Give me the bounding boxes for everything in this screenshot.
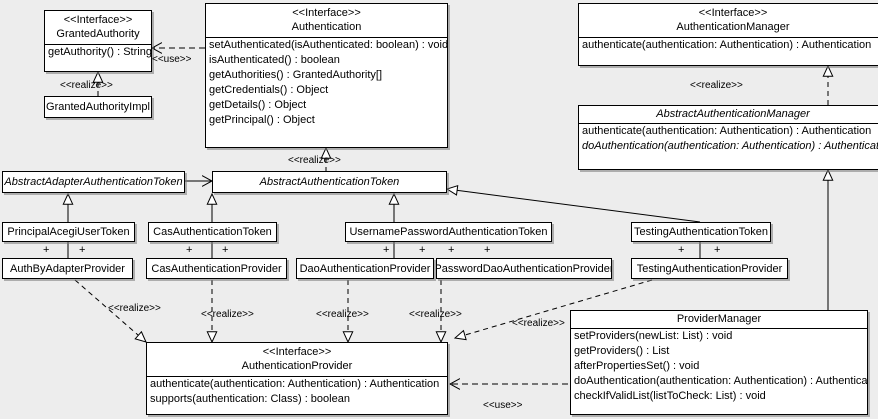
- operation: setProviders(newList: List) : void: [574, 330, 733, 342]
- operations-compartment: setProviders(newList: List) : void getPr…: [571, 329, 867, 404]
- class-cas-authentication-token[interactable]: CasAuthenticationToken: [148, 222, 277, 242]
- operation: authenticate(authentication: Authenticat…: [582, 39, 872, 51]
- operation: getDetails() : Object: [209, 99, 307, 111]
- class-abstract-authentication-manager[interactable]: AbstractAuthenticationManager authentica…: [578, 105, 878, 170]
- operation: afterPropertiesSet() : void: [574, 360, 700, 372]
- class-name: TestingAuthenticationProvider: [636, 262, 783, 275]
- class-name: AuthenticationProvider: [241, 360, 353, 372]
- class-name: AbstractAuthenticationManager: [656, 108, 810, 120]
- class-password-dao-authentication-provider[interactable]: PasswordDaoAuthenticationProvider: [436, 258, 612, 279]
- edge-label-realize-abstract-authentication-manager: <<realize>>: [690, 80, 743, 91]
- compartment-separator: [45, 44, 151, 45]
- class-stereotype: <<Interface>>: [292, 7, 361, 19]
- operation: authenticate(authentication: Authenticat…: [582, 125, 872, 137]
- class-provider-manager[interactable]: ProviderManager setProviders(newList: Li…: [570, 310, 868, 415]
- multiplicity-marker: +: [484, 244, 491, 256]
- class-abstract-authentication-token[interactable]: AbstractAuthenticationToken: [212, 171, 447, 193]
- class-name: AuthenticationManager: [676, 21, 790, 33]
- compartment-separator: [571, 328, 867, 329]
- class-name: CasAuthenticationToken: [153, 226, 272, 238]
- class-name: CasAuthenticationProvider: [151, 262, 282, 275]
- class-stereotype: <<Interface>>: [262, 346, 332, 358]
- compartment-separator: [579, 123, 878, 124]
- multiplicity-marker: +: [43, 244, 50, 256]
- class-auth-by-adapter-provider[interactable]: AuthByAdapterProvider: [2, 258, 133, 279]
- class-abstract-adapter-authentication-token[interactable]: AbstractAdapterAuthenticationToken: [2, 171, 185, 193]
- multiplicity-marker: +: [186, 244, 193, 256]
- class-authentication-provider[interactable]: <<Interface>> AuthenticationProvider aut…: [146, 342, 448, 415]
- class-testing-authentication-provider[interactable]: TestingAuthenticationProvider: [631, 258, 788, 279]
- class-principal-acegi-user-token[interactable]: PrincipalAcegiUserToken: [2, 222, 135, 242]
- class-name: GrantedAuthority: [56, 28, 140, 40]
- class-name: AuthByAdapterProvider: [10, 262, 125, 275]
- operation: doAuthentication(authentication: Authent…: [574, 375, 868, 387]
- class-testing-authentication-token[interactable]: TestingAuthenticationToken: [631, 222, 771, 242]
- class-name: PasswordDaoAuthenticationProvider: [436, 262, 612, 275]
- edge-label-realize-granted-authority-impl: <<realize>>: [60, 80, 113, 91]
- operation: getAuthority() : String: [48, 46, 152, 58]
- operation: isAuthenticated() : boolean: [209, 54, 340, 66]
- class-name: TestingAuthenticationToken: [634, 226, 768, 238]
- operation: getPrincipal() : Object: [209, 114, 315, 126]
- multiplicity-marker: +: [419, 244, 426, 256]
- edge-label-use-provider-manager: <<use>>: [483, 400, 523, 411]
- class-name: Authentication: [291, 21, 362, 33]
- operation: getProviders() : List: [574, 345, 670, 357]
- class-granted-authority[interactable]: <<Interface>> GrantedAuthority getAuthor…: [44, 10, 152, 72]
- compartment-separator: [206, 37, 447, 38]
- class-name: PrincipalAcegiUserToken: [7, 226, 130, 238]
- class-stereotype: <<Interface>>: [698, 7, 768, 19]
- operations-compartment: authenticate(authentication: Authenticat…: [579, 38, 878, 53]
- class-name: UsernamePasswordAuthenticationToken: [349, 226, 548, 238]
- compartment-separator: [147, 376, 447, 377]
- class-authentication-manager[interactable]: <<Interface>> AuthenticationManager auth…: [578, 3, 878, 66]
- class-name: AbstractAuthenticationToken: [259, 176, 400, 188]
- operation: checkIfValidList(listToCheck: List) : vo…: [574, 390, 766, 402]
- edge-label-realize-auth-by-adapter-provider: <<realize>>: [108, 303, 161, 314]
- multiplicity-marker: +: [79, 244, 86, 256]
- class-stereotype: <<Interface>>: [63, 14, 133, 26]
- multiplicity-marker: +: [678, 244, 685, 256]
- edge-label-realize-password-dao-provider: <<realize>>: [409, 309, 462, 320]
- operations-compartment: getAuthority() : String: [45, 45, 151, 60]
- edge-label-realize-provider-manager: <<realize>>: [512, 318, 565, 329]
- class-dao-authentication-provider[interactable]: DaoAuthenticationProvider: [296, 258, 434, 279]
- class-name: DaoAuthenticationProvider: [299, 262, 431, 275]
- operations-compartment: setAuthenticated(isAuthenticated: boolea…: [206, 38, 447, 128]
- class-name: AbstractAdapterAuthenticationToken: [4, 176, 183, 188]
- operation: getCredentials() : Object: [209, 84, 329, 96]
- edge-label-use-granted-authority: <<use>>: [152, 54, 192, 65]
- operations-compartment: authenticate(authentication: Authenticat…: [579, 124, 878, 154]
- operation: doAuthentication(authentication: Authent…: [582, 140, 878, 152]
- class-cas-authentication-provider[interactable]: CasAuthenticationProvider: [146, 258, 287, 279]
- operation: setAuthenticated(isAuthenticated: boolea…: [209, 39, 448, 51]
- multiplicity-marker: +: [448, 244, 455, 256]
- class-name: ProviderManager: [676, 313, 762, 325]
- class-name: GrantedAuthorityImpl: [46, 101, 150, 113]
- edge-label-realize-dao-authentication-provider: <<realize>>: [316, 309, 369, 320]
- edge-label-realize-abstract-authentication-token: <<realize>>: [288, 155, 341, 166]
- edge-label-realize-cas-authentication-provider: <<realize>>: [201, 309, 254, 320]
- class-granted-authority-impl[interactable]: GrantedAuthorityImpl: [44, 96, 152, 118]
- multiplicity-marker: +: [714, 244, 721, 256]
- compartment-separator: [579, 37, 878, 38]
- multiplicity-marker: +: [222, 244, 229, 256]
- class-username-password-authentication-token[interactable]: UsernamePasswordAuthenticationToken: [345, 222, 552, 242]
- operation: authenticate(authentication: Authenticat…: [150, 378, 440, 390]
- class-authentication[interactable]: <<Interface>> Authentication setAuthenti…: [205, 3, 448, 148]
- multiplicity-marker: +: [383, 244, 390, 256]
- operation: getAuthorities() : GrantedAuthority[]: [209, 69, 383, 81]
- operation: supports(authentication: Class) : boolea…: [150, 393, 350, 405]
- operations-compartment: authenticate(authentication: Authenticat…: [147, 377, 447, 407]
